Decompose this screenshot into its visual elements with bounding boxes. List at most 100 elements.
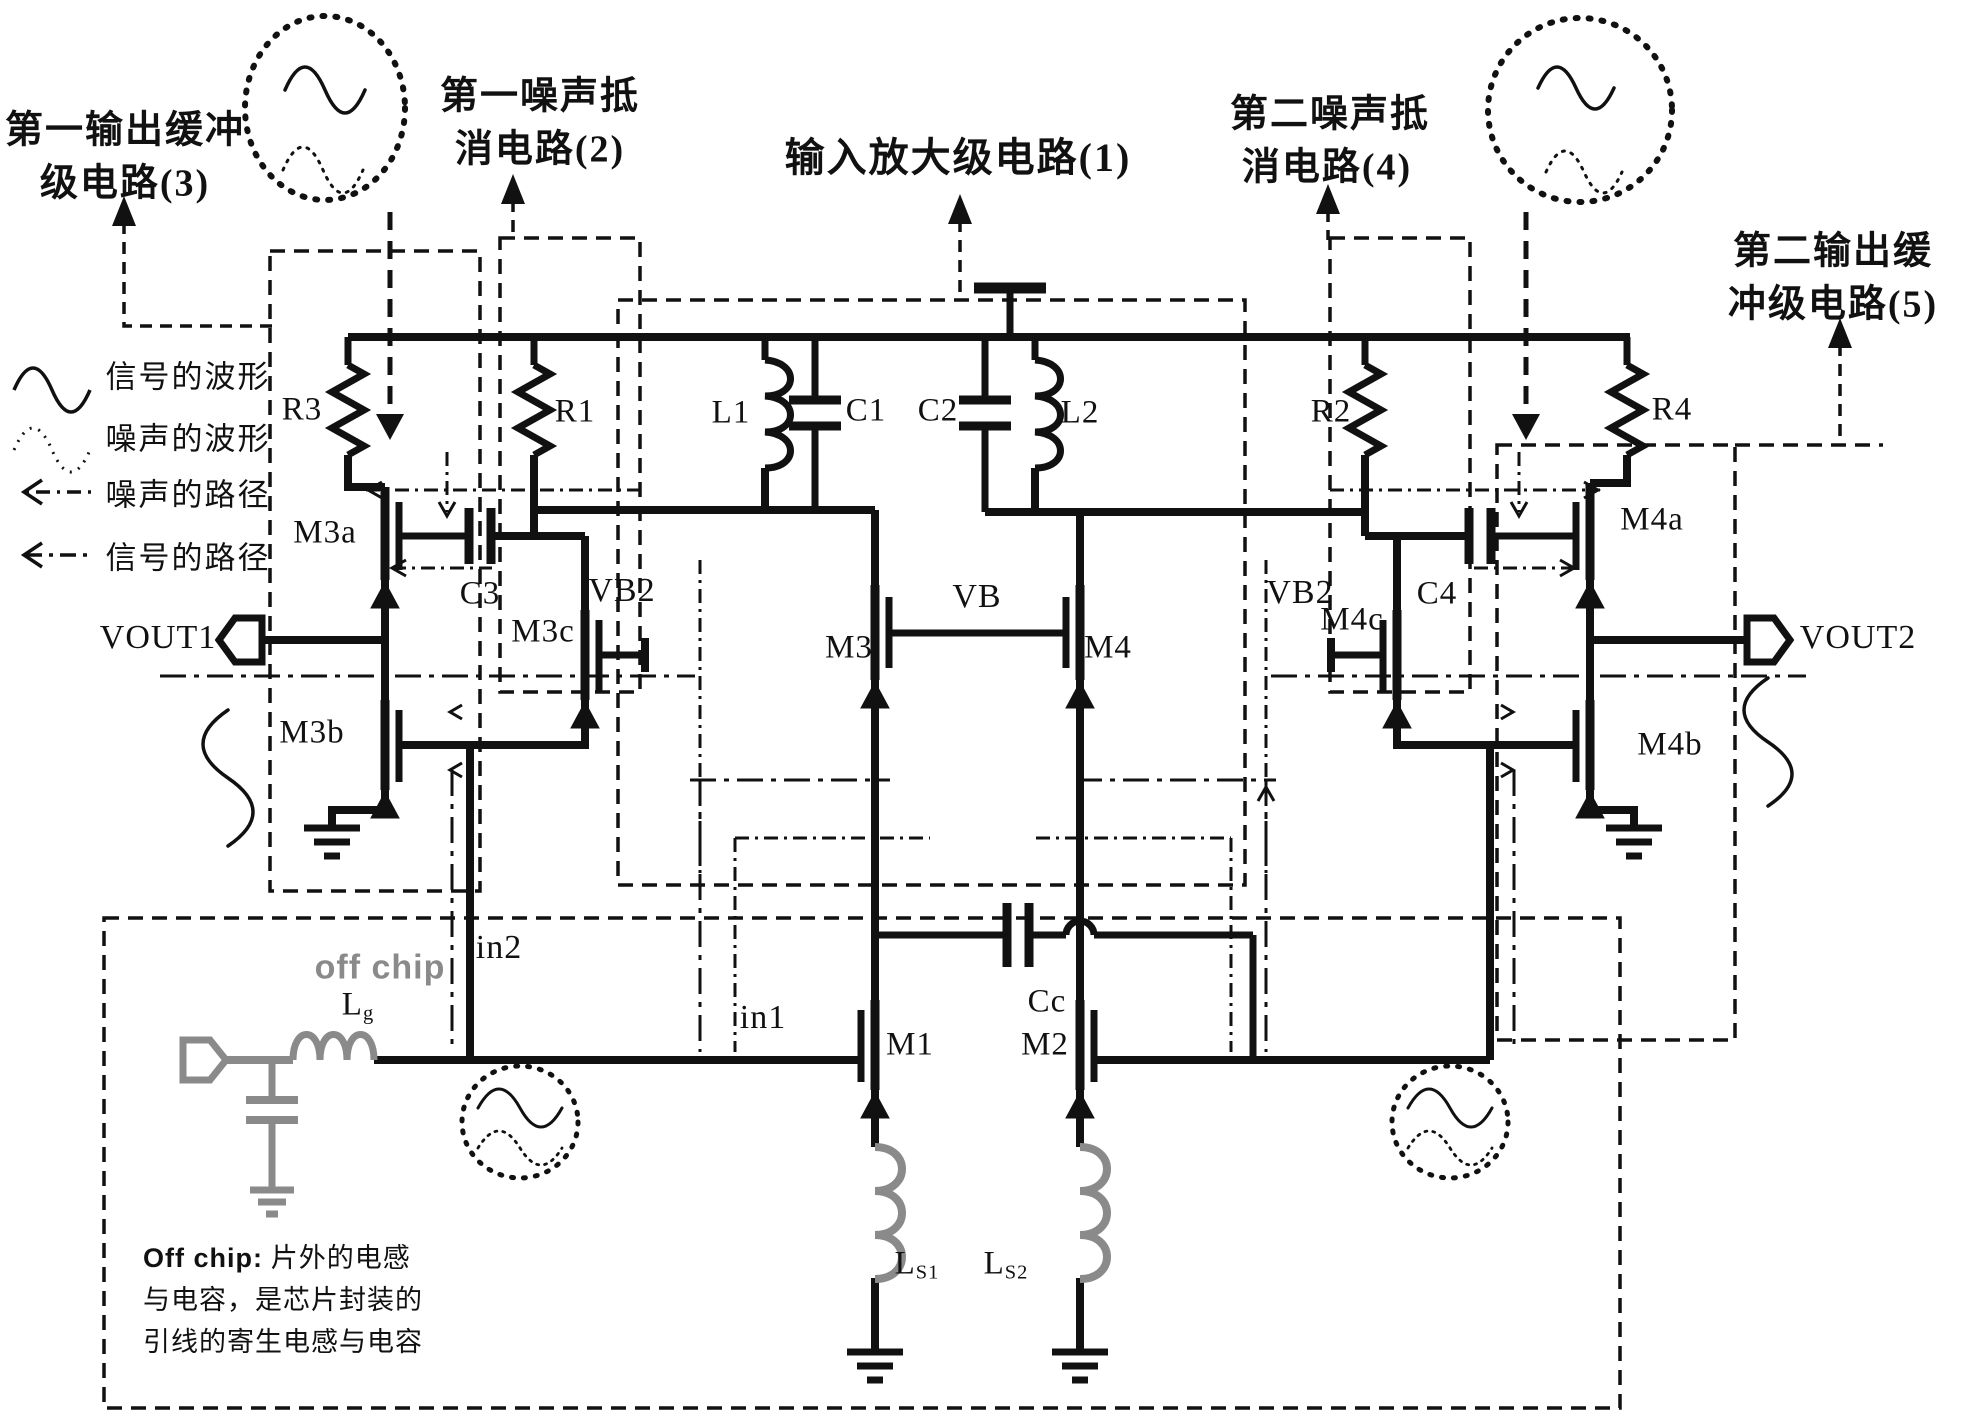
label-connectors xyxy=(122,200,1842,445)
box-output-buffer1 xyxy=(268,249,482,893)
label-M4b: M4b xyxy=(1637,726,1703,763)
pad-capacitor xyxy=(246,1060,298,1218)
label-arrowheads xyxy=(112,174,1852,348)
waveform-pointers xyxy=(376,212,1540,440)
legend-signal-path-icon xyxy=(20,541,43,569)
vout2-waveform xyxy=(1742,676,1794,808)
label-M3c: M3c xyxy=(511,613,575,650)
label-in2: in2 xyxy=(475,929,523,966)
label-C2: C2 xyxy=(917,392,959,429)
transistor-M4c xyxy=(1327,610,1412,729)
ellipse-bottom-left xyxy=(459,1063,581,1181)
label-L1: L1 xyxy=(711,394,751,431)
label-C1: C1 xyxy=(845,392,887,429)
capacitor-C2 xyxy=(959,337,1011,512)
label-M4: M4 xyxy=(1084,629,1132,666)
off-chip-note-bold: Off chip: xyxy=(143,1243,263,1273)
label-M3a: M3a xyxy=(293,514,357,551)
grounds xyxy=(304,824,1662,1384)
transistor-M1 xyxy=(857,1000,890,1119)
off-chip-tag: off chip xyxy=(314,948,446,987)
capacitor-C3 xyxy=(402,508,496,564)
label-in1: in1 xyxy=(739,999,787,1036)
inductor-Ls1 xyxy=(874,1143,906,1283)
transistor-M3b xyxy=(370,700,403,819)
legend-icons xyxy=(12,366,92,569)
transistor-M3a xyxy=(370,487,403,609)
block-label-buffer2-line1: 第二输出缓 xyxy=(1732,230,1934,273)
transistors xyxy=(370,483,1605,1119)
label-M3: M3 xyxy=(825,629,873,666)
label-Ls1: LS1 xyxy=(894,1245,940,1284)
label-R4: R4 xyxy=(1651,391,1693,428)
vout1-terminal xyxy=(214,614,266,666)
resistor-R4 xyxy=(1590,337,1651,487)
resistor-R2 xyxy=(1341,337,1389,536)
label-Ls2: LS2 xyxy=(983,1245,1029,1284)
block-boxes xyxy=(102,236,1883,1410)
label-VOUT2: VOUT2 xyxy=(1799,619,1917,656)
resistor-R1 xyxy=(510,337,558,536)
legend-signal-path: 信号的路径 xyxy=(105,540,271,576)
ellipse-top-left xyxy=(242,13,408,203)
signal-sine-icon xyxy=(1536,65,1616,111)
noise-signal-paths xyxy=(160,452,1806,1052)
transistor-M3c xyxy=(570,610,649,729)
power-rail xyxy=(348,282,1630,341)
block-label-buffer2-line2: 冲级电路(5) xyxy=(1727,283,1939,326)
resistors xyxy=(324,337,1651,536)
ellipse-top-right xyxy=(1485,15,1675,205)
label-VOUT1: VOUT1 xyxy=(99,619,217,656)
block-label-buffer1-line1: 第一输出缓冲 xyxy=(4,109,246,152)
block-label-buffer1-line2: 级电路(3) xyxy=(39,162,211,205)
block-label-cancel2-line1: 第二噪声抵 xyxy=(1229,93,1431,136)
label-M3b: M3b xyxy=(279,714,345,751)
label-VB2-right: VB2 xyxy=(1266,574,1334,611)
inductor-Lg xyxy=(289,1031,378,1061)
label-VB2-left: VB2 xyxy=(588,572,656,609)
noise-sine-icon xyxy=(1544,149,1624,195)
label-Cc: Cc xyxy=(1027,983,1067,1020)
legend-signal-wave: 信号的波形 xyxy=(105,359,271,395)
label-R2: R2 xyxy=(1310,393,1352,430)
tank-components xyxy=(761,337,1064,512)
box-noise-cancel2 xyxy=(1328,236,1472,694)
signal-sine-icon xyxy=(1406,1087,1494,1129)
ground-M4b xyxy=(1606,824,1662,860)
legend-noise-path-icon xyxy=(20,478,43,506)
legend-noise-wave-icon xyxy=(12,426,92,474)
resistor-R3 xyxy=(324,337,385,491)
box-off-chip xyxy=(102,916,1622,1410)
off-chip-note: Off chip: 片外的电感 与电容，是芯片封装的 引线的寄生电感与电容 xyxy=(143,1243,423,1357)
legend-noise-path: 噪声的路径 xyxy=(105,477,271,513)
label-C3: C3 xyxy=(459,575,501,612)
off-chip-network xyxy=(179,1031,378,1218)
label-R3: R3 xyxy=(281,391,323,428)
block-label-cancel1-line1: 第一噪声抵 xyxy=(439,75,641,118)
input-terminal xyxy=(179,1036,231,1084)
label-Lg: Lg xyxy=(341,986,375,1025)
capacitor-C1 xyxy=(789,337,841,510)
label-C4: C4 xyxy=(1416,575,1458,612)
noise-sine-icon xyxy=(281,145,365,195)
box-noise-cancel1 xyxy=(498,236,642,694)
label-M2: M2 xyxy=(1021,1026,1069,1063)
legend-noise-wave: 噪声的波形 xyxy=(105,421,271,457)
block-label-input-amp: 输入放大级电路(1) xyxy=(784,135,1132,180)
label-M4a: M4a xyxy=(1620,501,1684,538)
ground-M3b xyxy=(304,824,360,860)
inductor-L2 xyxy=(1031,337,1064,512)
transistor-M2 xyxy=(1065,1000,1098,1119)
label-L2: L2 xyxy=(1060,394,1100,431)
capacitor-C4 xyxy=(1464,508,1576,564)
vout1-waveform xyxy=(201,708,255,848)
signal-sine-icon xyxy=(283,65,367,115)
label-M4c: M4c xyxy=(1320,601,1384,638)
output-terminals xyxy=(214,614,1795,666)
label-R1: R1 xyxy=(554,393,596,430)
transistor-M4a xyxy=(1572,483,1605,609)
signal-sine-icon xyxy=(476,1087,564,1129)
degeneration-inductors xyxy=(874,1143,1111,1283)
